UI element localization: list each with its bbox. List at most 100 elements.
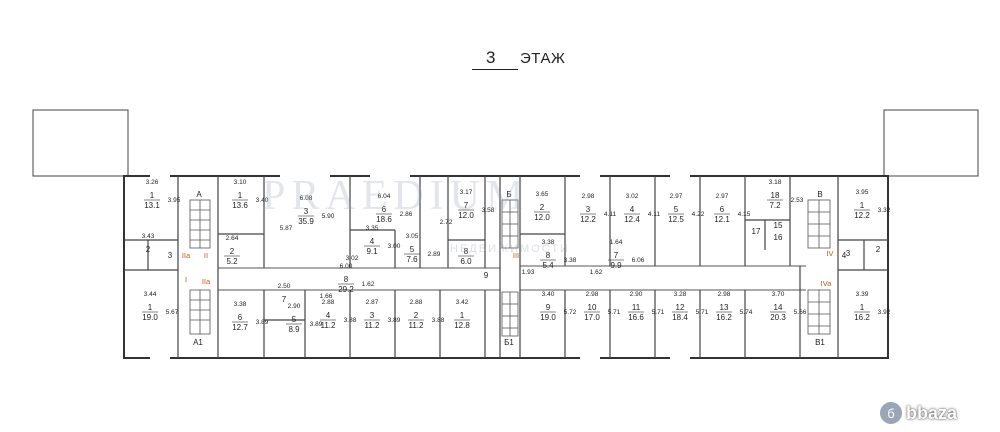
room-area: 35.9 <box>298 217 314 226</box>
room-label: 86.0 <box>458 247 474 266</box>
room-area: 5.4 <box>542 261 554 270</box>
room-label: 72.50 <box>278 283 291 304</box>
room-label: 4 <box>842 251 847 260</box>
room-number: 8 <box>546 251 551 260</box>
room-label: 712.03.173.582.72 <box>440 189 495 226</box>
room-number: 2 <box>414 311 419 320</box>
room-label: 16 <box>774 233 783 242</box>
stair-mark: I <box>185 275 187 284</box>
room-number: 5 <box>292 315 297 324</box>
room-number: 8 <box>464 247 469 256</box>
room-number: 14 <box>774 303 783 312</box>
room-dimension: 4.11 <box>604 211 617 218</box>
stairwell-v1 <box>807 289 831 335</box>
brand-logo: б bbaza <box>880 400 990 426</box>
room-dimension: 3.17 <box>460 189 473 196</box>
stairwell-b <box>501 199 519 249</box>
room-dimension: 3.65 <box>536 191 549 198</box>
room-number: 5 <box>410 245 415 254</box>
room-dimension: 2.53 <box>791 197 804 204</box>
room-dimension: 3.42 <box>456 299 469 306</box>
room-label: 112.23.953.32 <box>854 189 891 220</box>
room-number: 18 <box>771 191 780 200</box>
room-dimension: 3.95 <box>856 189 869 196</box>
room-dimension: 3.38 <box>542 239 555 246</box>
room-dimension: 5.87 <box>280 225 293 232</box>
room-label: 25.22.64 <box>224 235 240 266</box>
room-number: 2 <box>540 203 545 212</box>
room-number: 15 <box>774 221 783 230</box>
room-number: 7 <box>464 201 469 210</box>
room-number: 4 <box>326 311 331 320</box>
room-number: 1 <box>150 191 155 200</box>
room-dimension: 4.11 <box>648 211 661 218</box>
room-dimension: 3.89 <box>310 321 323 328</box>
room-dimension: 4.22 <box>692 211 705 218</box>
stair-letter: В <box>817 190 822 199</box>
room-area: 12.4 <box>624 215 640 224</box>
room-number: 8 <box>344 275 349 284</box>
room-label: 23.43 <box>142 233 155 254</box>
room-dimension: 3.05 <box>406 233 419 240</box>
stair-letter: Б <box>506 190 511 199</box>
room-area: 7.6 <box>406 255 418 264</box>
stair-mark: IVa <box>821 279 833 288</box>
room-number: 2 <box>230 247 235 256</box>
room-number: 10 <box>588 303 597 312</box>
room-label: 58.92.903.89 <box>286 303 323 334</box>
room-dimension: 5.74 <box>740 309 753 316</box>
watermark-subtitle: НЕДВИЖИМОСТИ <box>450 243 570 255</box>
room-dimension: 5.90 <box>322 213 335 220</box>
room-dimension: 2.98 <box>586 291 599 298</box>
room-number: 1 <box>860 201 865 210</box>
room-label: 311.22.873.89 <box>364 299 401 330</box>
room-dimension: 3.18 <box>769 179 782 186</box>
room-area: 11.2 <box>409 321 425 330</box>
room-dimension: 3.39 <box>856 291 869 298</box>
room-number: 7 <box>614 251 619 260</box>
room-dimension: 3.32 <box>878 207 891 214</box>
windows <box>150 174 690 360</box>
side-annex-right <box>883 109 979 177</box>
room-number: 3 <box>846 249 851 258</box>
stair-letter: Б1 <box>504 338 514 347</box>
room-number: 17 <box>752 227 761 236</box>
stairwell-b1 <box>501 291 519 337</box>
room-dimension: 3.95 <box>168 197 181 204</box>
stair-letter: А <box>196 190 202 199</box>
room-label: 119.03.445.67 <box>142 291 179 322</box>
room-dimension: 3.35 <box>366 225 379 232</box>
room-dimension: 1.62 <box>590 269 603 276</box>
room-area: 6.0 <box>460 257 472 266</box>
room-dimension: 3.40 <box>542 291 555 298</box>
room-number: 12 <box>676 303 685 312</box>
room-label: 3 <box>846 249 851 258</box>
room-area: 16.2 <box>854 313 870 322</box>
room-dimension: 1.64 <box>610 239 623 246</box>
room-dimension: 3.89 <box>388 317 401 324</box>
room-dimension: 2.98 <box>718 291 731 298</box>
room-area: 11.2 <box>365 321 381 330</box>
room-dimension: 5.66 <box>794 309 807 316</box>
room-number: 11 <box>632 303 641 312</box>
room-area: 20.3 <box>770 313 786 322</box>
room-area: 17.0 <box>584 313 600 322</box>
room-dimension: 2.88 <box>410 299 423 306</box>
room-number: 6 <box>720 205 725 214</box>
room-labels: 113.13.263.9523.433119.03.445.67113.63.1… <box>142 179 891 347</box>
stairwell-v <box>807 199 831 249</box>
room-dimension: 2.86 <box>400 211 413 218</box>
room-label: 79.91.646.061.62 <box>590 239 645 276</box>
room-label: 116.23.393.92 <box>854 291 891 322</box>
room-dimension: 3.02 <box>626 193 639 200</box>
room-dimension: 3.00 <box>388 243 401 250</box>
room-dimension: 4.15 <box>738 211 751 218</box>
room-number: 2 <box>146 245 151 254</box>
room-number: 2 <box>876 245 881 254</box>
room-label: 212.03.65 <box>534 191 550 222</box>
